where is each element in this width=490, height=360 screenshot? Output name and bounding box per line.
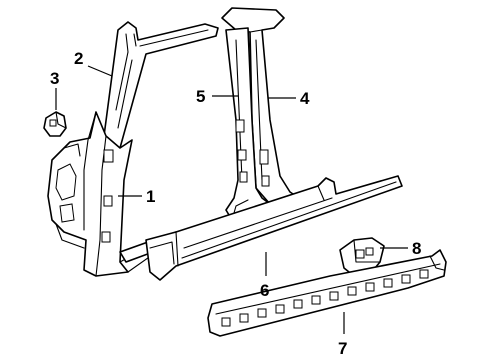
front-pillar — [47, 111, 181, 277]
callout-3: 3 — [50, 69, 59, 110]
callout-6: 6 — [260, 252, 269, 300]
callout-label-2: 2 — [74, 49, 83, 68]
callout-label-1: 1 — [146, 187, 155, 206]
callout-5: 5 — [196, 87, 238, 106]
callout-4: 4 — [268, 89, 310, 108]
callout-2: 2 — [74, 49, 113, 77]
rocker-panel — [145, 175, 403, 281]
rocker-reinforcement — [207, 249, 447, 337]
callout-label-8: 8 — [412, 239, 421, 258]
callout-8: 8 — [380, 239, 421, 258]
callout-label-7: 7 — [338, 339, 347, 358]
pillar-bracket — [43, 111, 67, 137]
callout-label-4: 4 — [300, 89, 310, 108]
callout-7: 7 — [338, 312, 347, 358]
rocker-bracket — [339, 237, 385, 277]
roof-side-rail — [103, 21, 219, 151]
callout-label-3: 3 — [50, 69, 59, 88]
callout-1: 1 — [118, 187, 155, 206]
callout-label-5: 5 — [196, 87, 205, 106]
callout-label-6: 6 — [260, 281, 269, 300]
